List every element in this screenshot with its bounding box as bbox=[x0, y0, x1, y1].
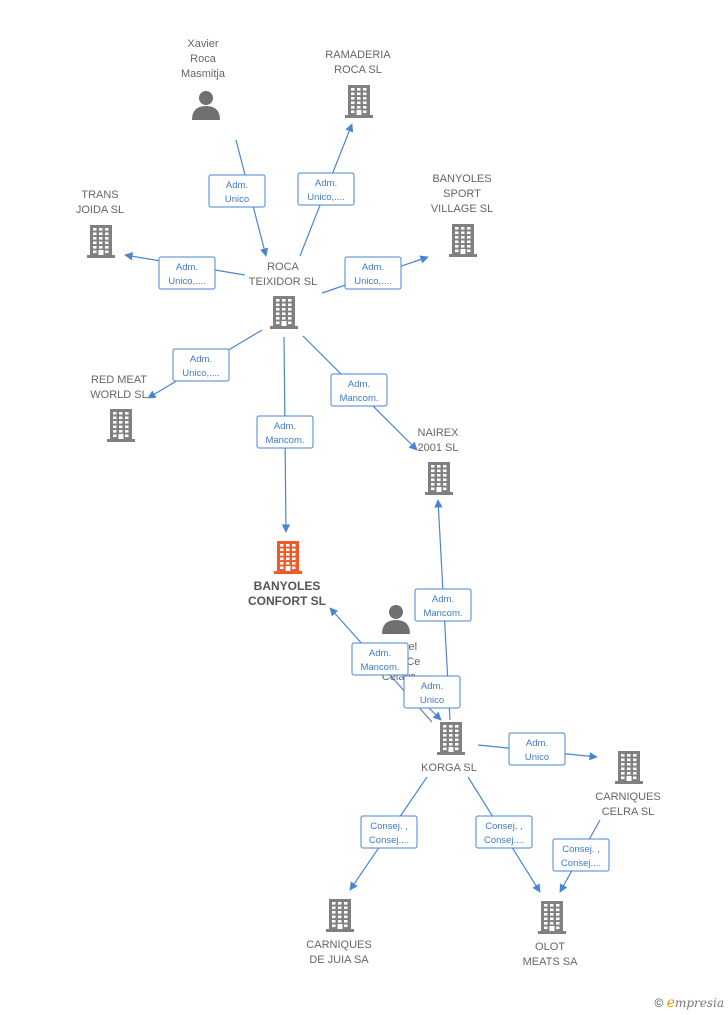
node-label-line: CARNIQUES bbox=[306, 939, 371, 951]
node-label-line: 2001 SL bbox=[418, 442, 459, 454]
node-trans[interactable]: TRANS JOIDA SL bbox=[76, 189, 124, 258]
edge-manuel-to-korga bbox=[427, 706, 442, 721]
node-label-line: RED MEAT bbox=[91, 374, 147, 386]
building-icon bbox=[615, 751, 643, 784]
building-icon bbox=[274, 541, 302, 574]
building-icon bbox=[425, 462, 453, 495]
edge-label-box[interactable]: Adm. Unico,.... bbox=[344, 256, 402, 290]
node-label-line: BANYOLES bbox=[432, 173, 491, 185]
edge-label-text: Consej. , bbox=[370, 821, 408, 832]
brand-name: mpresia bbox=[674, 996, 724, 1010]
person-icon bbox=[192, 91, 220, 120]
edge-label-text: Unico,.... bbox=[168, 276, 206, 287]
node-banyoles-sport[interactable]: BANYOLES SPORT VILLAGE SL bbox=[431, 173, 493, 257]
edge-label-text: Adm. bbox=[348, 379, 370, 390]
node-label-line: BANYOLES bbox=[254, 579, 321, 593]
edge-label-box[interactable]: Adm. Mancom. bbox=[414, 588, 472, 622]
edge-label-text: Adm. bbox=[421, 681, 443, 692]
building-icon bbox=[107, 409, 135, 442]
node-label-line: TRANS bbox=[81, 189, 118, 201]
edge-label-text: Adm. bbox=[226, 180, 248, 191]
node-label-line: NAIREX bbox=[418, 427, 460, 439]
edge-label-text: Adm. bbox=[432, 594, 454, 605]
building-icon bbox=[345, 85, 373, 118]
node-label-line: Masmitja bbox=[181, 68, 226, 80]
edge-label-text: Consej.... bbox=[484, 835, 524, 846]
node-label-line: VILLAGE SL bbox=[431, 203, 493, 215]
node-redmeat[interactable]: RED MEAT WORLD SL bbox=[90, 374, 148, 442]
node-label-line: OLOT bbox=[535, 941, 565, 953]
edge-label-text: Consej.... bbox=[561, 858, 601, 869]
node-carniques-juia[interactable]: CARNIQUES DE JUIA SA bbox=[306, 899, 372, 966]
node-label-line: ROCA SL bbox=[334, 64, 382, 76]
node-label-line: CONFORT SL bbox=[248, 594, 326, 608]
edge-label-box[interactable]: Adm. Unico,.... bbox=[158, 256, 216, 290]
node-label-line: DE JUIA SA bbox=[309, 954, 369, 966]
node-label-line: MEATS SA bbox=[523, 956, 578, 968]
edge-label-text: Adm. bbox=[315, 178, 337, 189]
building-icon bbox=[87, 225, 115, 258]
edge-label-box[interactable]: Adm. Mancom. bbox=[351, 642, 409, 676]
node-roca[interactable]: ROCA TEIXIDOR SL bbox=[249, 261, 317, 329]
edge-label-box[interactable]: Adm. Unico bbox=[403, 675, 461, 709]
edge-label-text: Unico,.... bbox=[354, 276, 392, 287]
node-label-line: Xavier bbox=[187, 38, 219, 50]
edge-label-text: Mancom. bbox=[360, 662, 399, 673]
edge-label-box[interactable]: Consej. , Consej.... bbox=[552, 838, 610, 872]
edge-label-text: Mancom. bbox=[339, 393, 378, 404]
node-label-line: SPORT bbox=[443, 188, 481, 200]
node-label-line: RAMADERIA bbox=[325, 49, 391, 61]
edge-label-text: Consej. , bbox=[562, 844, 600, 855]
node-label-line: KORGA SL bbox=[421, 762, 477, 774]
edge-label-box[interactable]: Adm. Mancom. bbox=[330, 373, 388, 407]
building-icon bbox=[538, 901, 566, 934]
edge-label-box[interactable]: Adm. Unico bbox=[208, 174, 266, 208]
edge-label-text: Consej.... bbox=[369, 835, 409, 846]
edge-label-text: Adm. bbox=[362, 262, 384, 273]
edge-label-box[interactable]: Adm. Unico,.... bbox=[172, 348, 230, 382]
brand-initial: e bbox=[666, 995, 675, 1011]
node-label-line: TEIXIDOR SL bbox=[249, 276, 317, 288]
edge-label-box[interactable]: Consej. , Consej.... bbox=[475, 815, 533, 849]
edge-label-text: Adm. bbox=[176, 262, 198, 273]
node-korga[interactable]: KORGA SL bbox=[421, 722, 477, 774]
edge-label-text: Unico bbox=[525, 752, 549, 763]
node-label-line: JOIDA SL bbox=[76, 204, 124, 216]
copyright-icon: © bbox=[654, 996, 664, 1010]
edge-label-text: Adm. bbox=[526, 738, 548, 749]
edge-label-text: Unico bbox=[225, 194, 249, 205]
person-icon bbox=[382, 605, 410, 634]
building-icon bbox=[437, 722, 465, 755]
edge-label-text: Consej. , bbox=[485, 821, 523, 832]
edge-label-text: Unico bbox=[420, 695, 444, 706]
building-icon bbox=[326, 899, 354, 932]
node-carniques-celra[interactable]: CARNIQUES CELRA SL bbox=[595, 751, 661, 818]
node-nairex[interactable]: NAIREX 2001 SL bbox=[418, 427, 460, 495]
edge-label-box[interactable]: Consej. , Consej.... bbox=[360, 815, 418, 849]
edge-label-box[interactable]: Adm. Unico,.... bbox=[297, 172, 355, 206]
edge-label-text: Unico,.... bbox=[307, 192, 345, 203]
edge-label-text: Mancom. bbox=[265, 435, 304, 446]
edge-label-text: Adm. bbox=[369, 648, 391, 659]
edge-label-text: Adm. bbox=[190, 354, 212, 365]
node-label-line: CARNIQUES bbox=[595, 791, 660, 803]
node-label-line: ROCA bbox=[267, 261, 299, 273]
building-icon bbox=[270, 296, 298, 329]
edge-label-text: Adm. bbox=[274, 421, 296, 432]
node-olot[interactable]: OLOT MEATS SA bbox=[523, 901, 578, 968]
node-label-line: CELRA SL bbox=[602, 806, 655, 818]
edge-label-text: Mancom. bbox=[423, 608, 462, 619]
edge-label-box[interactable]: Adm. Unico bbox=[508, 732, 566, 766]
edge-label-text: Unico,.... bbox=[182, 368, 220, 379]
node-label-line: WORLD SL bbox=[90, 389, 147, 401]
building-icon bbox=[449, 224, 477, 257]
node-label-line: Roca bbox=[190, 53, 217, 65]
footer-brand: © empresia bbox=[654, 995, 724, 1011]
node-ramaderia[interactable]: RAMADERIA ROCA SL bbox=[325, 49, 391, 118]
edge-label-box[interactable]: Adm. Mancom. bbox=[256, 415, 314, 449]
